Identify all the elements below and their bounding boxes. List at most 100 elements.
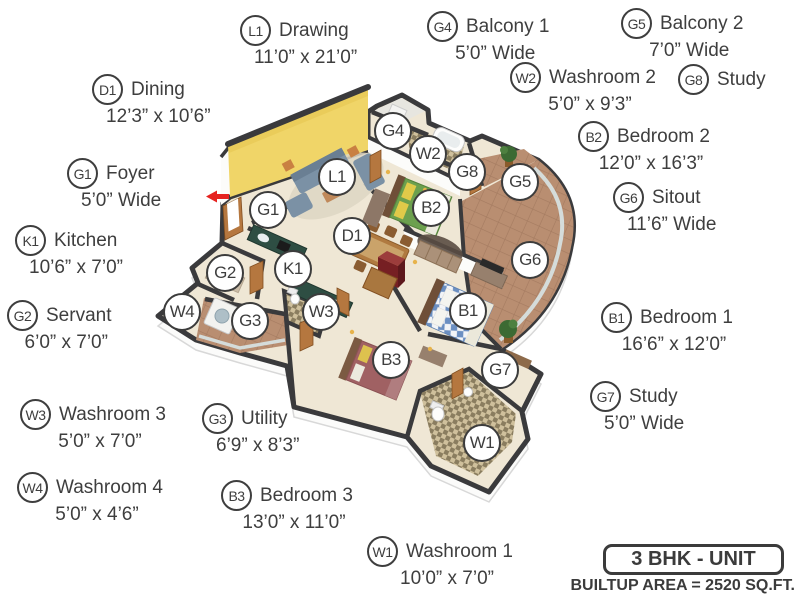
room-name: Foyer — [106, 162, 155, 184]
washing-machine — [203, 297, 241, 335]
label-code: K1 — [15, 225, 46, 256]
label-code: G8 — [678, 64, 709, 95]
marker-G1: G1 — [249, 191, 287, 229]
room-dims: 5’0” x 7’0” — [58, 431, 142, 452]
room-dims: 6’9” x 8’3” — [216, 435, 300, 456]
marker-G3: G3 — [231, 302, 269, 340]
builtup-area-text: BUILTUP AREA = 2520 SQ.FT. — [570, 577, 796, 594]
room-dims: 12’0” x 16’3” — [598, 153, 704, 174]
label-servant: G2 Servant 6’0” x 7’0” — [7, 300, 111, 354]
label-code: L1 — [240, 15, 271, 46]
tv-unit-bedroom1 — [469, 258, 509, 290]
room-name: Bedroom 1 — [640, 306, 733, 328]
room-dims: 10’6” x 7’0” — [29, 257, 123, 278]
marker-W3: W3 — [302, 293, 340, 331]
label-code: B3 — [221, 480, 252, 511]
room-dims: 5’0” x 9’3” — [548, 94, 632, 115]
cabinet-dining — [362, 266, 398, 300]
marker-B2: B2 — [412, 189, 450, 227]
label-sitout: G6 Sitout 11’6” Wide — [613, 182, 716, 236]
marker-K1: K1 — [274, 250, 312, 288]
marker-G6: G6 — [511, 241, 549, 279]
marker-B1: B1 — [449, 292, 487, 330]
label-kitchen: K1 Kitchen 10’6” x 7’0” — [15, 225, 123, 279]
marker-W4: W4 — [163, 293, 201, 331]
room-name: Kitchen — [54, 229, 118, 251]
room-name: Utility — [241, 407, 288, 429]
sitout-railing-glass — [498, 166, 565, 342]
room-name: Washroom 2 — [549, 66, 656, 88]
room-name: Study — [717, 68, 766, 90]
balcony2-floor — [468, 149, 538, 187]
label-bedroom2: B2 Bedroom 2 12’0” x 16’3” — [578, 121, 710, 175]
room-dims: 7’0” Wide — [649, 40, 730, 61]
room-name: Sitout — [652, 186, 701, 208]
marker-G4: G4 — [374, 112, 412, 150]
room-dims: 10’0” x 7’0” — [400, 568, 494, 589]
yellow-feature-wall — [225, 84, 371, 197]
entrance-door-panel — [227, 198, 240, 232]
marker-G7: G7 — [481, 351, 519, 389]
marker-G2: G2 — [206, 254, 244, 292]
fixtures-washroom3 — [286, 285, 300, 305]
label-code: G2 — [7, 300, 38, 331]
room-name: Bedroom 2 — [617, 125, 710, 147]
marker-G8: G8 — [448, 153, 486, 191]
marker-W2: W2 — [409, 135, 447, 173]
label-code: W2 — [510, 62, 541, 93]
room-name: Balcony 1 — [466, 15, 550, 37]
label-code: D1 — [92, 74, 123, 105]
label-code: G1 — [67, 158, 98, 189]
label-washroom1: W1 Washroom 1 10’0” x 7’0” — [367, 536, 513, 590]
label-code: G5 — [621, 8, 652, 39]
unit-type-badge: 3 BHK - UNIT — [603, 544, 784, 575]
room-name: Washroom 1 — [406, 540, 513, 562]
label-code: G7 — [590, 381, 621, 412]
label-code: W3 — [20, 399, 51, 430]
room-name: Drawing — [279, 19, 349, 41]
room-dims: 5’0” Wide — [81, 190, 162, 211]
label-washroom2: W2 Washroom 2 5’0” x 9’3” — [510, 62, 656, 116]
room-dims: 6’0” x 7’0” — [24, 332, 108, 353]
marker-B3: B3 — [372, 341, 410, 379]
label-balcony1: G4 Balcony 1 5’0” Wide — [427, 11, 549, 65]
room-name: Washroom 3 — [59, 403, 166, 425]
plant-study — [500, 146, 517, 167]
room-name: Washroom 4 — [56, 476, 163, 498]
label-code: W1 — [367, 536, 398, 567]
label-utility: G3 Utility 6’9” x 8’3” — [202, 403, 299, 457]
label-washroom3: W3 Washroom 3 5’0” x 7’0” — [20, 399, 166, 453]
room-dims: 11’6” Wide — [627, 214, 717, 235]
plant-sitout — [499, 319, 518, 343]
label-code: G3 — [202, 403, 233, 434]
dresser-bedroom3 — [418, 345, 448, 368]
label-code: G4 — [427, 11, 458, 42]
room-dims: 5’0” x 4’6” — [55, 504, 139, 525]
entrance-arrow-icon — [206, 190, 229, 203]
label-foyer: G1 Foyer 5’0” Wide — [67, 158, 161, 212]
label-study-g8: G8 Study — [678, 64, 766, 95]
marker-D1: D1 — [333, 217, 371, 255]
room-dims: 13’0” x 11’0” — [242, 512, 346, 533]
label-washroom4: W4 Washroom 4 5’0” x 4’6” — [17, 472, 163, 526]
marker-L1: L1 — [318, 158, 356, 196]
room-name: Dining — [131, 78, 185, 100]
utility-railing-glass — [198, 334, 286, 350]
label-code: B2 — [578, 121, 609, 152]
dresser-bedroom2 — [361, 188, 391, 228]
marker-W1: W1 — [463, 424, 501, 462]
marker-G5: G5 — [501, 163, 539, 201]
wardrobe-bedroom1 — [413, 239, 463, 274]
room-name: Servant — [46, 304, 112, 326]
label-code: G6 — [613, 182, 644, 213]
room-dims: 16’6” x 12’0” — [621, 334, 727, 355]
label-code: W4 — [17, 472, 48, 503]
label-code: B1 — [601, 302, 632, 333]
label-bedroom1: B1 Bedroom 1 16’6” x 12’0” — [601, 302, 733, 356]
room-dims: 5’0” Wide — [455, 43, 536, 64]
